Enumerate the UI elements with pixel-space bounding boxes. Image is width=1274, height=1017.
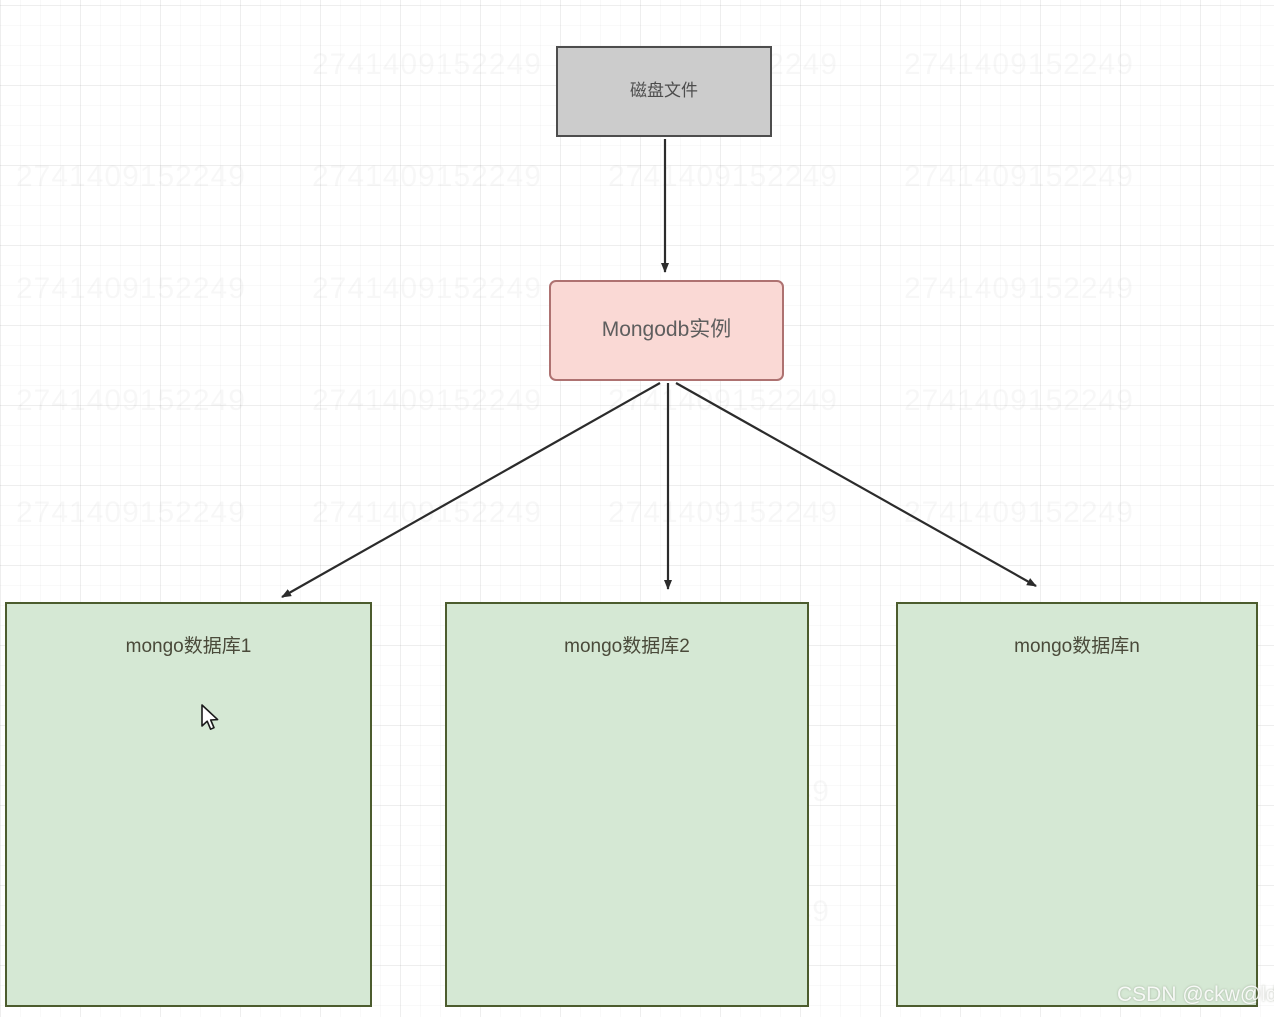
background-watermark-text: 2741409152249: [608, 496, 838, 530]
edge-instance-to-database-1: [281, 382, 661, 598]
node-database-3[interactable]: mongo数据库n Collection Document Field1 Fie…: [896, 602, 1258, 1007]
node-mongodb-instance[interactable]: Mongodb实例: [549, 280, 784, 381]
node-database-1-label: mongo数据库1: [125, 636, 252, 657]
background-watermark-text: 2741409152249: [904, 48, 1134, 82]
edge-instance-to-database-3: [675, 382, 1037, 587]
background-watermark-text: 2741409152249: [16, 160, 246, 194]
node-mongodb-instance-label: Mongodb实例: [601, 318, 732, 342]
csdn-watermark: CSDN @ckw@ldy: [1117, 983, 1274, 1006]
background-watermark-text: 2741409152249: [608, 384, 838, 418]
background-watermark-text: 2741409152249: [312, 496, 542, 530]
node-disk-file-label: 磁盘文件: [630, 81, 698, 101]
background-watermark-text: 2741409152249: [16, 272, 246, 306]
background-watermark-text: 2741409152249: [608, 160, 838, 194]
background-watermark-text: 2741409152249: [16, 384, 246, 418]
background-watermark-text: 2741409152249: [312, 384, 542, 418]
background-watermark-text: 2741409152249: [904, 160, 1134, 194]
background-watermark-text: 2741409152249: [16, 496, 246, 530]
background-watermark-text: 2741409152249: [904, 496, 1134, 530]
background-watermark-text: 2741409152249: [904, 272, 1134, 306]
background-watermark-text: 2741409152249: [312, 160, 542, 194]
node-database-3-label: mongo数据库n: [1014, 636, 1140, 657]
node-database-2[interactable]: mongo数据库2 Collection Document Field1 Fie…: [445, 602, 809, 1007]
node-database-1[interactable]: mongo数据库1 Collection Document Field1 Fie…: [5, 602, 372, 1007]
node-database-2-label: mongo数据库2: [564, 636, 690, 657]
background-watermark-text: 2741409152249: [904, 384, 1134, 418]
node-disk-file[interactable]: 磁盘文件: [556, 46, 772, 137]
background-watermark-text: 2741409152249: [312, 48, 542, 82]
background-watermark-text: 2741409152249: [312, 272, 542, 306]
